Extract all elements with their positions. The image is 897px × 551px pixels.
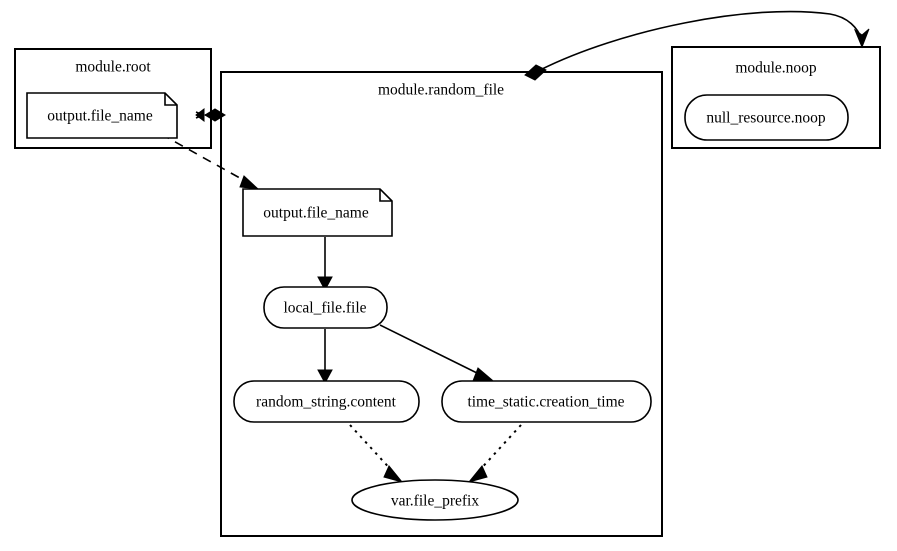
cluster-module-random-file: module.random_file — [220, 71, 663, 537]
note-fold — [379, 189, 392, 202]
node-var-file-prefix[interactable]: var.file_prefix — [351, 479, 519, 521]
node-label: var.file_prefix — [391, 493, 479, 510]
arrow-marker — [317, 369, 333, 385]
rounded-box-shape — [233, 380, 420, 423]
curved-edge-path — [539, 10, 863, 71]
edge-rf-output-to-local-file — [317, 237, 333, 292]
edge-time-to-var-prefix — [467, 424, 522, 483]
diamond-marker — [524, 64, 547, 81]
edge-root-output-to-rf-output — [160, 133, 260, 190]
rounded-box-shape — [263, 286, 388, 329]
cluster-module-noop: module.noop — [671, 46, 881, 149]
diamond-marker — [204, 108, 226, 122]
dashed-edge-path — [160, 133, 248, 183]
ellipse-shape — [351, 479, 519, 521]
note-shape — [242, 188, 393, 237]
cluster-module-root-border — [14, 48, 212, 149]
node-label: time_static.creation_time — [467, 394, 624, 411]
arrow-marker — [383, 465, 404, 483]
node-null-resource-noop[interactable]: null_resource.noop — [684, 94, 849, 141]
arrow-marker — [317, 276, 333, 292]
edge-local-file-to-time — [379, 324, 494, 382]
dotted-edge-path — [349, 424, 395, 474]
arrow-marker — [467, 465, 488, 483]
edge-random-to-var-prefix — [349, 424, 404, 483]
cluster-module-random-file-border — [220, 71, 663, 537]
node-random-string-content[interactable]: random_string.content — [233, 380, 420, 423]
node-label: null_resource.noop — [706, 110, 825, 127]
node-root-output-file-name[interactable]: output.file_name — [26, 92, 178, 139]
rounded-box-shape — [684, 94, 849, 141]
arrow-marker — [472, 367, 494, 382]
edge-random-file-to-noop — [524, 10, 870, 81]
cluster-module-root: module.root — [14, 48, 212, 149]
rounded-box-shape — [441, 380, 652, 423]
arrow-marker — [853, 28, 870, 49]
node-label: output.file_name — [263, 205, 369, 222]
note-shape — [26, 92, 178, 139]
cluster-module-noop-label: module.noop — [735, 60, 817, 77]
note-fold — [164, 93, 177, 106]
edge-root-to-random-file — [195, 108, 226, 122]
arrow-marker — [239, 175, 260, 190]
cluster-module-random-file-label: module.random_file — [378, 82, 504, 99]
node-label: output.file_name — [47, 108, 153, 125]
cluster-module-noop-border — [671, 46, 881, 149]
edge-local-file-to-random — [317, 329, 333, 385]
node-local-file-file[interactable]: local_file.file — [263, 286, 388, 329]
node-time-static-creation-time[interactable]: time_static.creation_time — [441, 380, 652, 423]
node-label: local_file.file — [283, 300, 366, 317]
solid-edge-path — [379, 324, 482, 376]
node-rf-output-file-name[interactable]: output.file_name — [242, 188, 393, 237]
cluster-module-root-label: module.root — [75, 59, 151, 76]
node-label: random_string.content — [256, 394, 397, 411]
dotted-edge-path — [476, 424, 522, 474]
